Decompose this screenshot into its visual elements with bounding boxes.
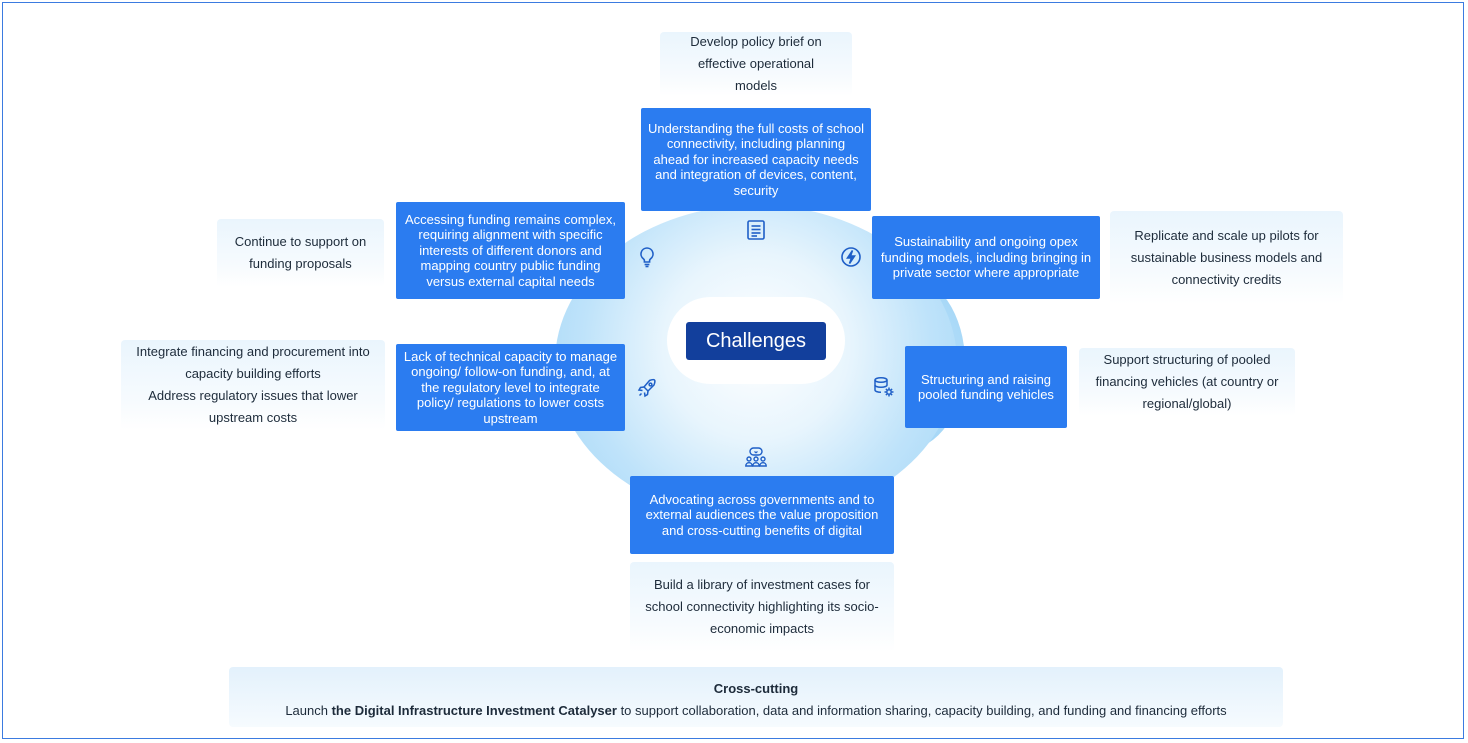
people-group-icon	[745, 447, 767, 467]
action-lower-left-line-2: Address regulatory issues that lower ups…	[148, 388, 358, 425]
cross-cutting-prefix: Launch	[285, 703, 332, 718]
center-label: Challenges	[686, 322, 826, 360]
challenge-upper-right: Sustainability and ongoing opex funding …	[872, 216, 1100, 299]
action-upper-right: Replicate and scale up pilots for sustai…	[1110, 211, 1343, 304]
challenge-bottom: Advocating across governments and to ext…	[630, 476, 894, 554]
lightning-icon	[841, 247, 861, 267]
cross-cutting-title: Cross-cutting	[713, 681, 799, 696]
action-bottom: Build a library of investment cases for …	[630, 562, 894, 652]
lightbulb-icon	[640, 247, 654, 268]
rocket-icon	[637, 378, 656, 398]
challenge-upper-left: Accessing funding remains complex, requi…	[396, 202, 625, 299]
action-lower-left: Integrate financing and procurement into…	[121, 340, 385, 430]
challenge-lower-left: Lack of technical capacity to manage ong…	[396, 344, 625, 431]
action-lower-left-line-1: Integrate financing and procurement into…	[136, 344, 370, 381]
action-lower-right: Support structuring of pooled financing …	[1079, 348, 1295, 416]
cross-cutting-banner: Cross-cutting Launch the Digital Infrast…	[229, 667, 1283, 727]
cross-cutting-bold: the Digital Infrastructure Investment Ca…	[331, 703, 617, 718]
action-top: Develop policy brief on effective operat…	[660, 32, 852, 96]
challenge-lower-right: Structuring and raising pooled funding v…	[905, 346, 1067, 428]
challenge-top: Understanding the full costs of school c…	[641, 108, 871, 211]
cross-cutting-text: Launch the Digital Infrastructure Invest…	[229, 703, 1283, 718]
action-upper-left: Continue to support on funding proposals	[217, 219, 384, 287]
database-gear-icon	[874, 376, 894, 397]
document-icon	[747, 220, 765, 240]
cross-cutting-suffix: to support collaboration, data and infor…	[616, 703, 1227, 718]
